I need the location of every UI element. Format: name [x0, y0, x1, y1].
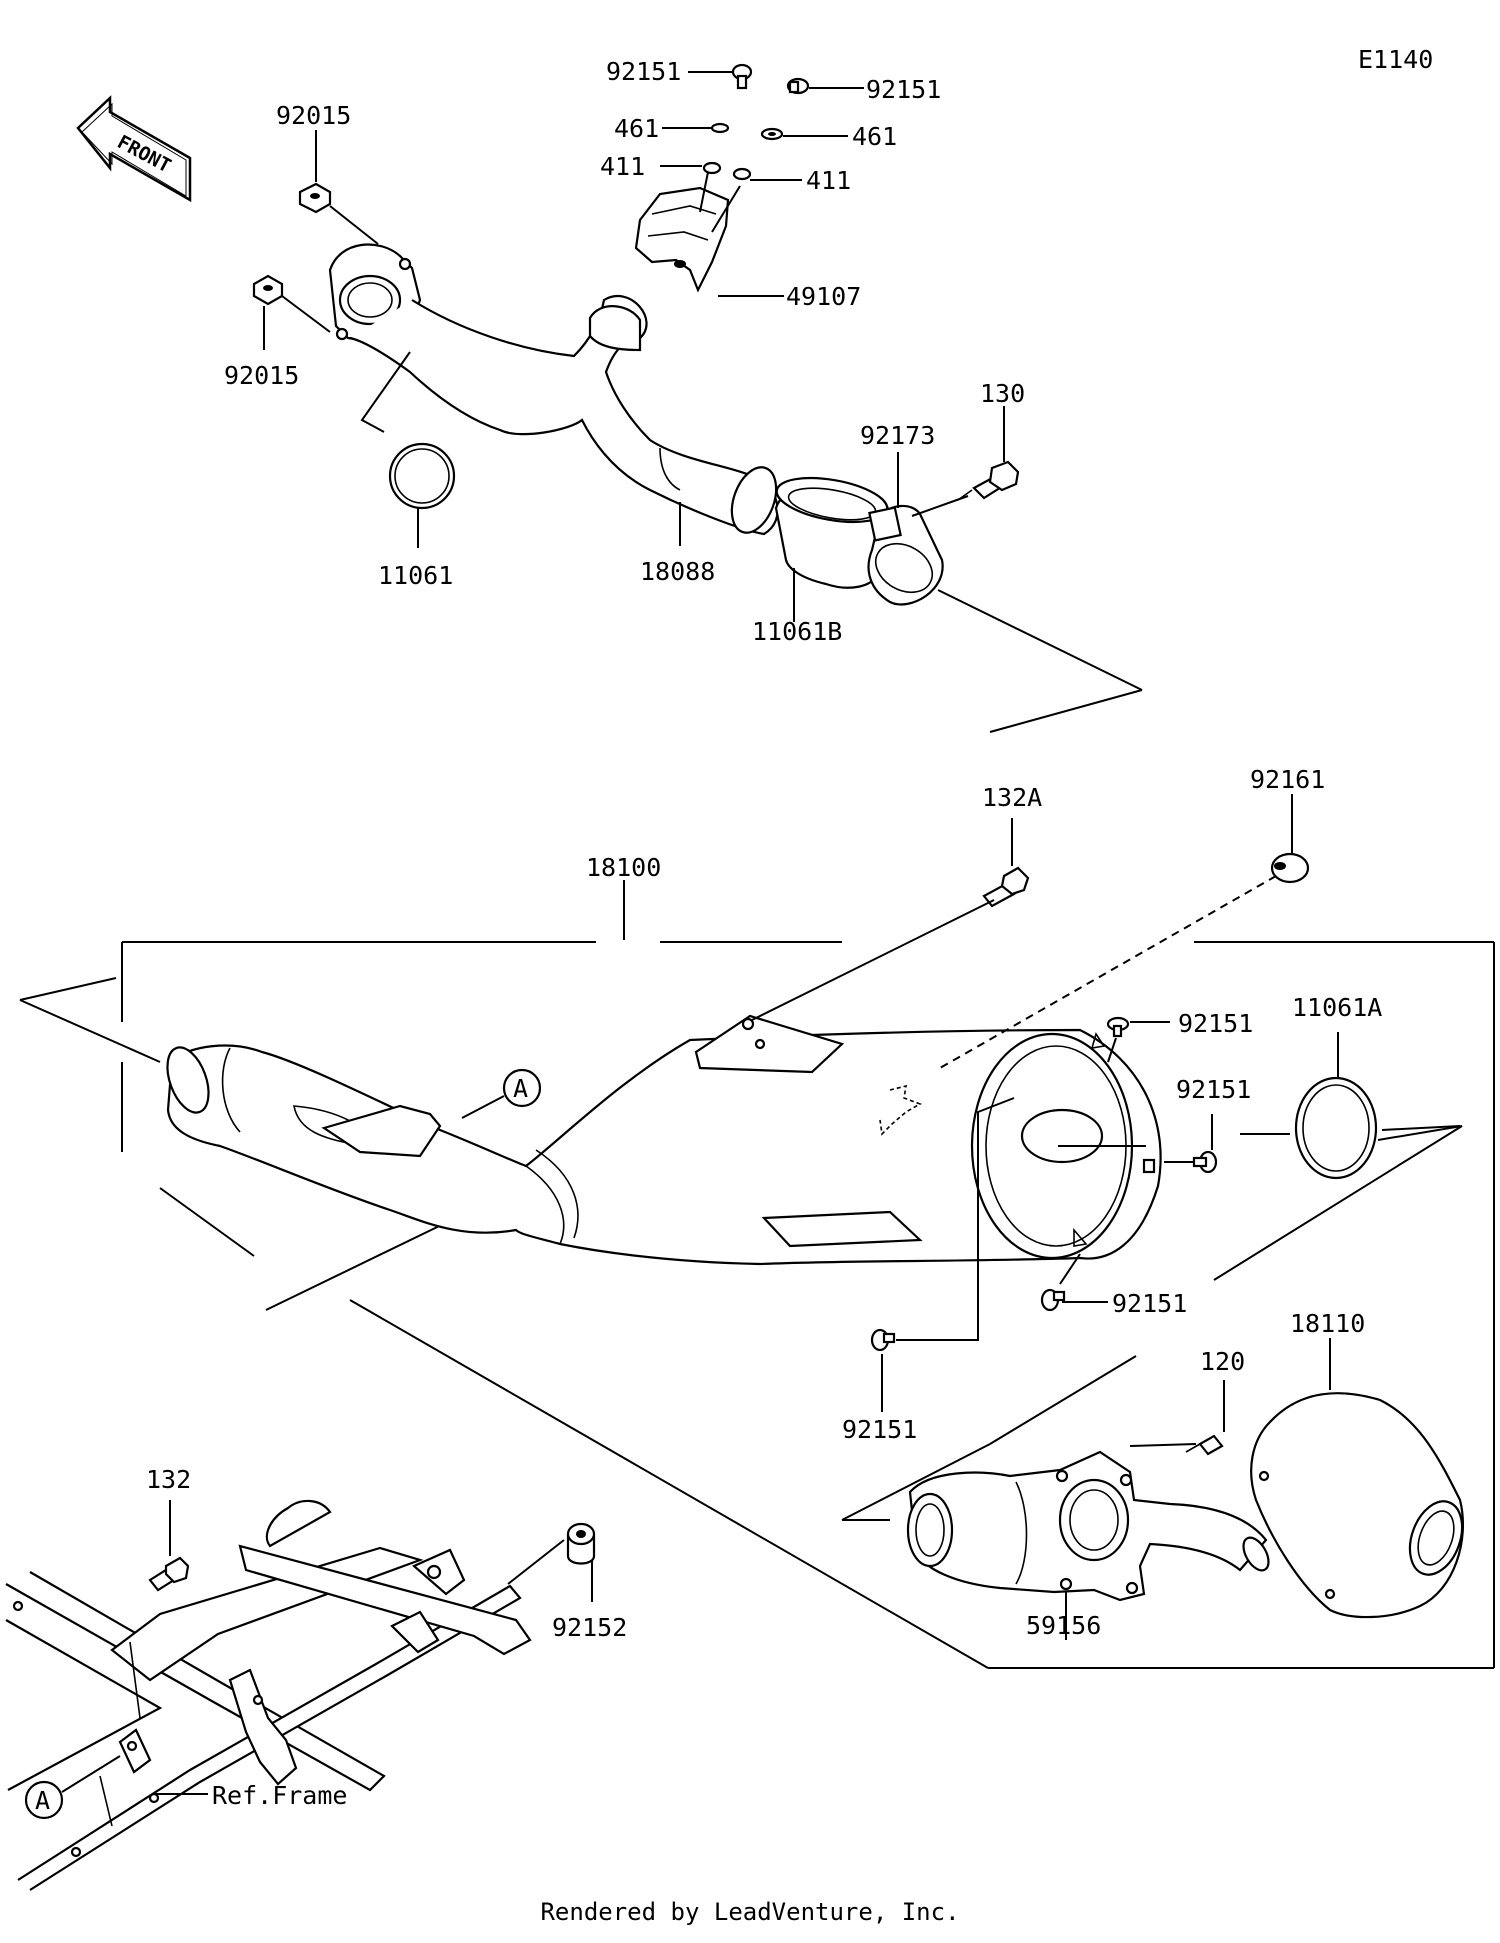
grommet-92161[interactable]	[1270, 852, 1310, 884]
bolt-92151-f[interactable]	[870, 1328, 896, 1352]
washer-461-a[interactable]	[710, 122, 730, 134]
label-11061: 11061	[378, 561, 453, 590]
label-120: 120	[1200, 1347, 1245, 1376]
spark-arrester-59156[interactable]	[906, 1450, 1274, 1602]
label-59156: 59156	[1026, 1611, 1101, 1640]
label-132: 132	[146, 1465, 191, 1494]
diagram-id: E1140	[1358, 45, 1433, 74]
ref-marker-a-label-2: A	[35, 1786, 50, 1815]
nut-92015-a[interactable]	[298, 182, 332, 214]
label-92173: 92173	[860, 421, 935, 450]
label-411-b: 411	[806, 166, 851, 195]
label-92151-a: 92151	[606, 57, 681, 86]
frame-bracket	[5, 1499, 532, 1891]
ref-marker-a-frame	[24, 1780, 64, 1820]
end-cap-18110[interactable]	[1250, 1392, 1471, 1619]
label-461-b: 461	[852, 122, 897, 151]
label-92151-f: 92151	[842, 1415, 917, 1444]
label-130: 130	[980, 379, 1025, 408]
footer-credit: Rendered by LeadVenture, Inc.	[540, 1898, 960, 1926]
exhaust-header-18088[interactable]	[328, 243, 784, 538]
nut-92015-b[interactable]	[252, 274, 284, 306]
front-arrow-icon: FRONT	[76, 95, 192, 203]
label-92015-a: 92015	[276, 101, 351, 130]
label-92161: 92161	[1250, 765, 1325, 794]
label-11061A: 11061A	[1292, 993, 1382, 1022]
label-92151-d: 92151	[1176, 1075, 1251, 1104]
bolt-92151-e[interactable]	[1040, 1288, 1066, 1312]
ref-frame-label: Ref.Frame	[212, 1781, 347, 1810]
bolt-120[interactable]	[1185, 1434, 1224, 1456]
bolt-92151-d[interactable]	[1192, 1150, 1218, 1174]
ref-marker-a-label-1: A	[513, 1074, 528, 1103]
label-11061B: 11061B	[752, 617, 842, 646]
sleeve-11061B[interactable]	[773, 471, 890, 589]
muffler-18100[interactable]	[159, 1014, 1162, 1266]
bolt-92151-a[interactable]	[731, 63, 753, 90]
label-461-a: 461	[614, 114, 659, 143]
gasket-11061A[interactable]	[1294, 1076, 1378, 1180]
label-92151-c: 92151	[1178, 1009, 1253, 1038]
clamp-92173[interactable]	[867, 504, 944, 606]
label-18088: 18088	[640, 557, 715, 586]
label-92151-e: 92151	[1112, 1289, 1187, 1318]
label-18110: 18110	[1290, 1309, 1365, 1338]
bolt-92151-c[interactable]	[1106, 1016, 1130, 1038]
washer-411-b[interactable]	[732, 167, 752, 181]
label-132A: 132A	[982, 783, 1042, 812]
bolt-132A[interactable]	[982, 866, 1030, 908]
bolt-132[interactable]	[148, 1556, 190, 1592]
gasket-11061[interactable]	[388, 442, 456, 510]
label-92015-b: 92015	[224, 361, 299, 390]
label-49107: 49107	[786, 282, 861, 311]
spacer-92152[interactable]	[566, 1522, 596, 1565]
bolt-92151-b[interactable]	[786, 77, 810, 95]
label-411-a: 411	[600, 152, 645, 181]
washer-411-a[interactable]	[702, 161, 722, 175]
label-92151-b: 92151	[866, 75, 941, 104]
ref-marker-a-muffler	[502, 1068, 542, 1108]
label-18100: 18100	[586, 853, 661, 882]
bolt-130[interactable]	[957, 460, 1020, 501]
label-92152: 92152	[552, 1613, 627, 1642]
heat-guard-49107[interactable]	[634, 186, 730, 293]
